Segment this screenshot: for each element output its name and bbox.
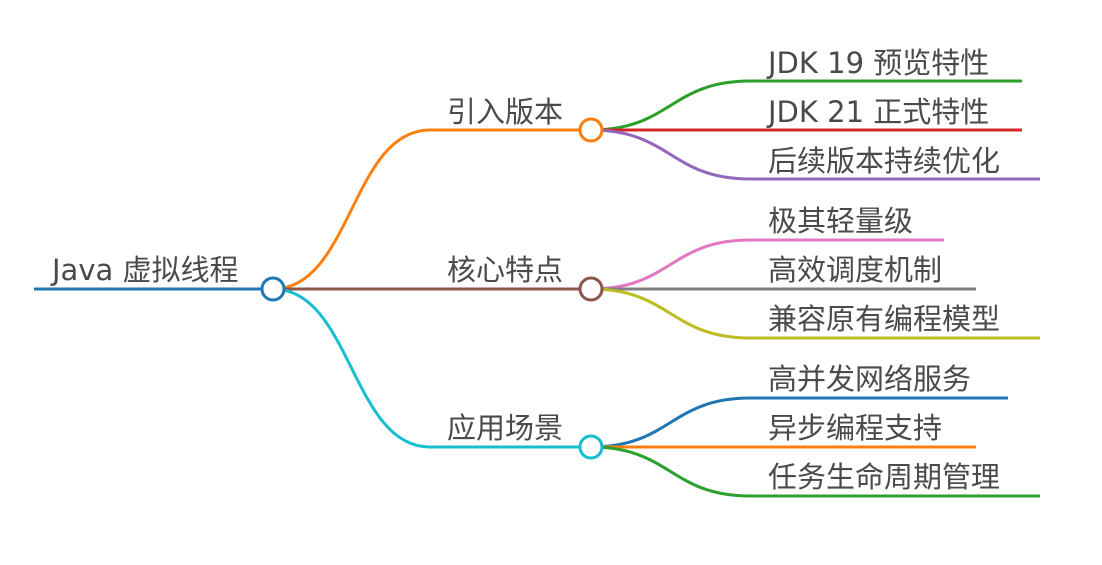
leaf-label[interactable]: 任务生命周期管理 (768, 460, 1000, 494)
branch-label: 应用场景 (447, 411, 563, 445)
leaf-connector (590, 445, 1040, 498)
branch-node[interactable]: 应用场景 (447, 411, 563, 445)
connector-layer (272, 79, 1040, 498)
branch-label: 核心特点 (447, 253, 563, 287)
leaf-connector (590, 238, 944, 291)
branch-node[interactable]: 引入版本 (447, 95, 563, 129)
root-node-circle[interactable] (260, 276, 286, 302)
leaf-label[interactable]: 高并发网络服务 (768, 362, 971, 396)
leaf-label[interactable]: 后续版本持续优化 (768, 144, 1000, 178)
leaf-label[interactable]: 异步编程支持 (768, 411, 942, 445)
branch-label: 引入版本 (447, 95, 563, 129)
leaf-connector (590, 287, 1040, 340)
leaf-connector (590, 128, 1040, 181)
branch-node[interactable]: 核心特点 (447, 253, 563, 287)
branch-node-circle[interactable] (578, 434, 604, 460)
leaf-connector (590, 79, 1022, 132)
branch-connector (272, 128, 591, 291)
leaf-label[interactable]: 高效调度机制 (768, 253, 942, 287)
branch-node-circle[interactable] (578, 276, 604, 302)
leaf-label[interactable]: JDK 19 预览特性 (766, 46, 989, 80)
branch-node-circle[interactable] (578, 117, 604, 143)
leaf-label[interactable]: JDK 21 正式特性 (766, 95, 989, 129)
root-label: Java 虚拟线程 (50, 253, 238, 287)
root-node[interactable]: Java 虚拟线程 (34, 253, 286, 302)
leaf-label[interactable]: 极其轻量级 (768, 204, 913, 238)
branch-connector (272, 287, 591, 449)
leaf-label[interactable]: 兼容原有编程模型 (768, 302, 1000, 336)
branch-circle-layer (578, 117, 604, 460)
leaf-connector (590, 396, 1008, 449)
